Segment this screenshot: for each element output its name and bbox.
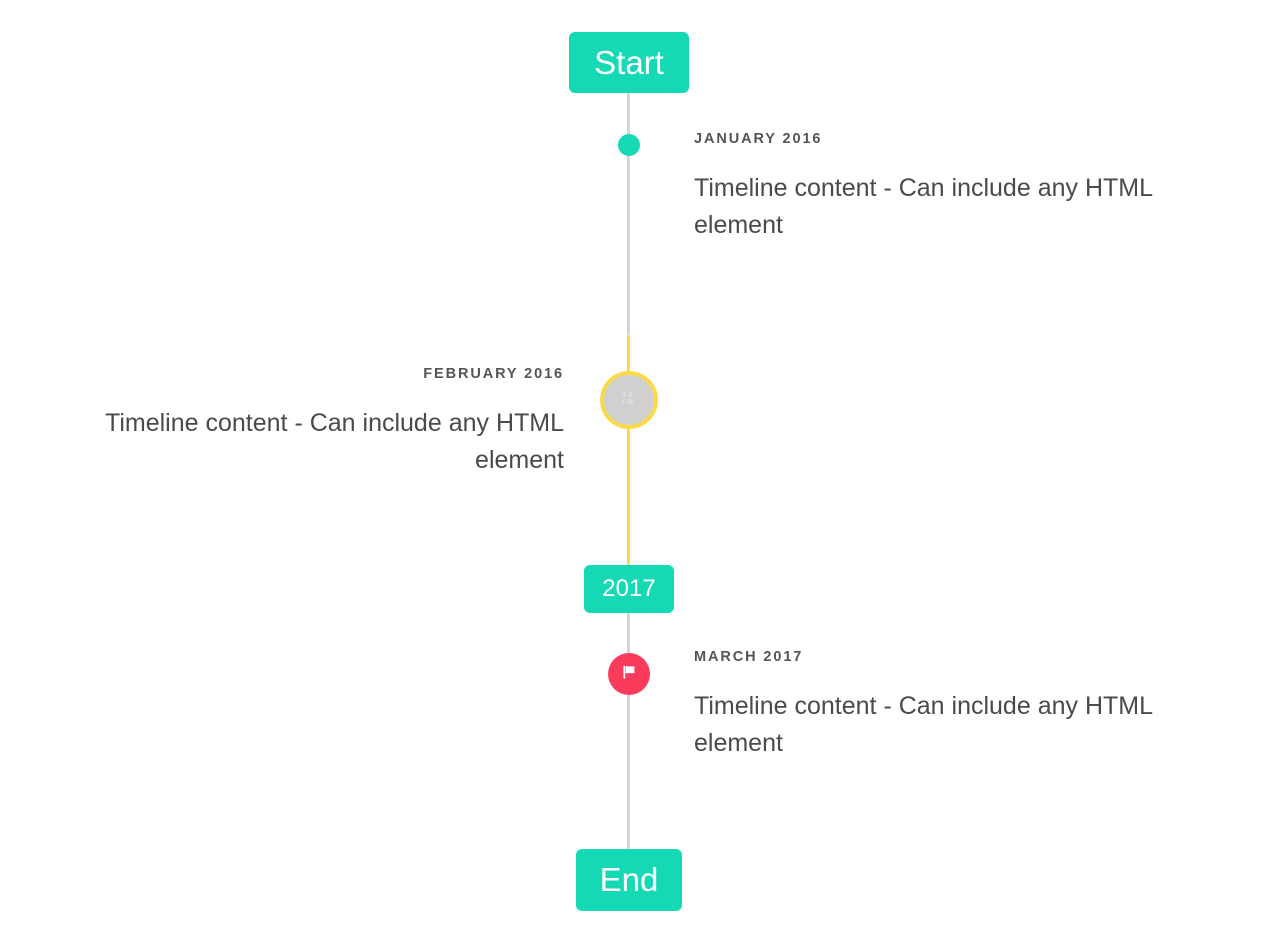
timeline-entry-february-2016: February 2016 Timeline content - Can inc…: [42, 366, 564, 478]
timeline-year-badge-label: 2017: [602, 575, 656, 602]
timeline-start-badge-label: Start: [594, 43, 664, 81]
timeline-line-segment-highlight: [627, 335, 630, 566]
timeline-entry-march-2017: March 2017 Timeline content - Can includ…: [694, 649, 1216, 761]
paw-icon: [619, 388, 639, 413]
timeline-end-badge-label: End: [599, 861, 659, 898]
timeline-entry-january-2016: January 2016 Timeline content - Can incl…: [694, 131, 1216, 243]
ring-marker[interactable]: [600, 371, 658, 429]
timeline-year-badge[interactable]: 2017: [584, 565, 674, 613]
timeline-entry-date: March 2017: [694, 649, 804, 665]
timeline-line-segment-bottom: [627, 612, 630, 852]
timeline-entry-body: Timeline content - Can include any HTML …: [694, 174, 1153, 239]
timeline-end-badge[interactable]: End: [576, 849, 682, 911]
timeline-line-segment-top: [627, 93, 630, 335]
timeline-entry-body: Timeline content - Can include any HTML …: [105, 409, 564, 474]
flag-marker[interactable]: [608, 653, 650, 695]
timeline-start-badge[interactable]: Start: [569, 32, 689, 93]
timeline-entry-date: February 2016: [423, 366, 564, 382]
flag-icon: [619, 662, 639, 687]
timeline-entry-body: Timeline content - Can include any HTML …: [694, 692, 1153, 757]
timeline-entry-date: January 2016: [694, 131, 823, 147]
dot-marker[interactable]: [618, 134, 640, 156]
